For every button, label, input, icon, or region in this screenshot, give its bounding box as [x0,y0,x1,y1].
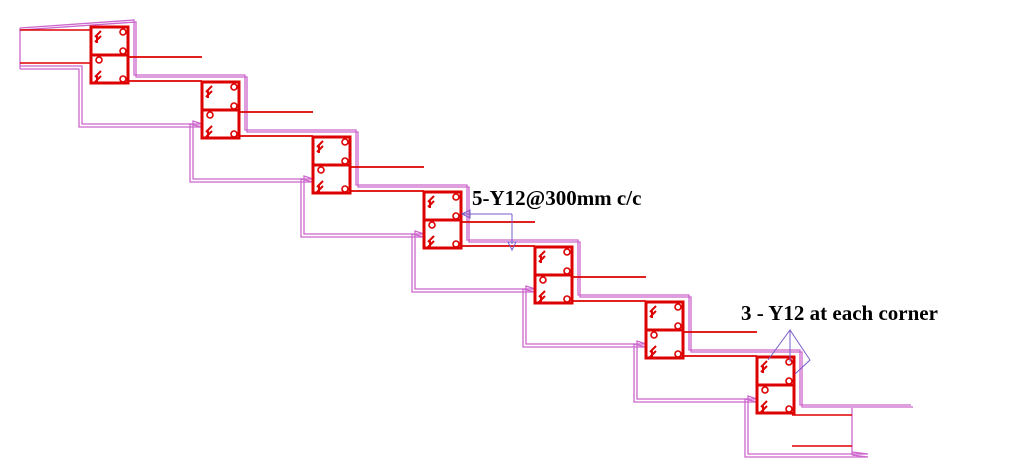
lower-stirrup [89,53,130,85]
spacing-arrowhead-down [507,241,517,252]
stirrup-hook-lower [316,180,324,193]
lower-stirrup [755,383,796,415]
corner-bar [539,276,547,284]
outline-upper-line [19,19,911,406]
corner-bar [761,386,769,394]
corner-bar [119,75,127,83]
corner-leader-lines [767,329,811,375]
stirrup-hook-lower [649,345,657,358]
corner-bar [119,28,127,36]
corner-bar [341,157,349,165]
corner-bar [341,138,349,146]
corner-bar [119,47,127,55]
stirrup-hook [205,85,213,98]
spacing-arrowhead-left [460,209,471,219]
corner-bars-label: 3 - Y12 at each corner [741,301,938,325]
corner-bar [341,185,349,193]
stair-concrete-outline [19,19,913,458]
corner-bar [230,83,238,91]
annotation-leaders [460,209,811,375]
corner-bar [785,405,793,413]
stair-reinforcement-bars [20,25,852,447]
stirrup-hook [649,305,657,318]
corner-bar [452,212,460,220]
corner-bar [785,358,793,366]
stirrup-hook [94,30,102,43]
corner-bar [428,221,436,229]
stirrup-hook [427,195,435,208]
corner-bar [317,166,325,174]
corner-bar [650,331,658,339]
soffit-line [20,65,869,455]
corner-bar [206,111,214,119]
corner-bar [785,377,793,385]
stirrup-hook-lower [538,290,546,303]
stirrup-hook [316,140,324,153]
outline-upper-line-inner [19,21,913,408]
lower-stirrup [533,273,574,305]
corner-bar [95,56,103,64]
corner-bar [674,350,682,358]
stirrup-hook [760,360,768,373]
corner-bar [563,267,571,275]
lower-stirrup [200,108,241,140]
lower-stirrup [311,163,352,195]
stirrup-hook-lower [205,125,213,138]
soffit-line-outer [20,68,869,458]
corner-bar [452,193,460,201]
corner-bar [452,240,460,248]
lower-stirrup [422,218,463,250]
stirrup-hook-lower [427,235,435,248]
corner-bar [230,102,238,110]
stirrup-hook-lower [94,70,102,83]
corner-bar [563,295,571,303]
corner-bar [230,130,238,138]
stirrup-hook-lower [760,400,768,413]
corner-bar [674,303,682,311]
corner-bar [563,248,571,256]
corner-bar [674,322,682,330]
bar-spacing-label: 5-Y12@300mm c/c [472,186,642,210]
stirrup-hook [538,250,546,263]
lower-stirrup [644,328,685,360]
